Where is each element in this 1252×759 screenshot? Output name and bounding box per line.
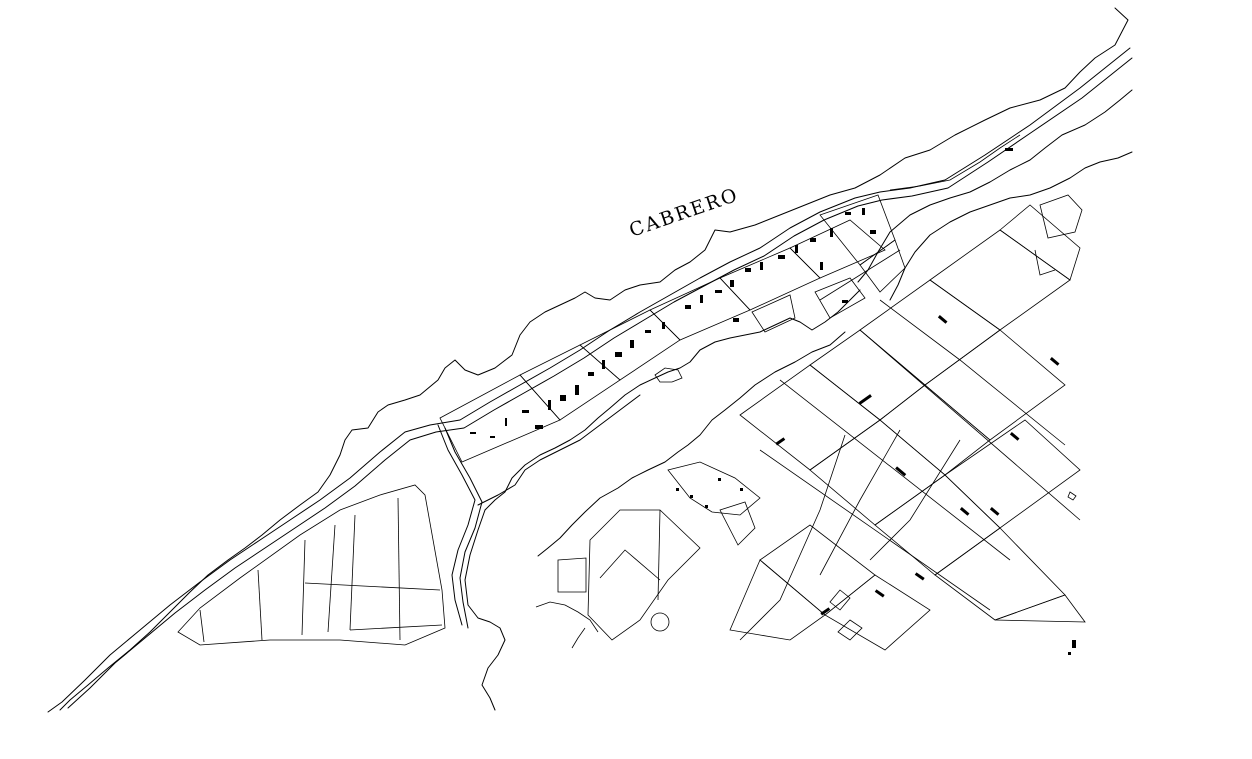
inner-shore xyxy=(484,289,861,511)
main-roads xyxy=(47,47,1133,713)
center-block xyxy=(814,277,866,319)
river-bank-south xyxy=(857,89,1133,283)
southwest-district xyxy=(177,484,446,646)
road-to-south-2 xyxy=(444,427,483,629)
terrain-contours xyxy=(59,7,1133,711)
center-block xyxy=(751,294,796,333)
place-label-cabrero: CABRERO xyxy=(626,184,741,242)
south-district xyxy=(557,461,761,641)
roundabout xyxy=(650,612,670,632)
road-to-south xyxy=(437,424,476,626)
district-outline xyxy=(177,484,446,646)
center-block xyxy=(859,239,906,293)
center-block xyxy=(719,247,821,311)
river-bank-east xyxy=(889,151,1133,301)
town-center xyxy=(439,148,1013,463)
south-shore xyxy=(537,331,846,557)
highway-north xyxy=(47,47,1131,713)
highway-north-2 xyxy=(67,57,1133,709)
small-shore xyxy=(535,601,599,633)
southeast-grid xyxy=(729,194,1086,655)
delta-shore xyxy=(464,509,506,711)
river-bank-north xyxy=(59,7,1129,711)
road-bridge xyxy=(477,394,641,506)
center-block xyxy=(649,277,751,341)
small-shore-2 xyxy=(571,627,586,649)
island-contour xyxy=(654,367,683,383)
center-block xyxy=(789,219,886,279)
block xyxy=(587,509,701,641)
rail-line xyxy=(889,134,1021,191)
center-block xyxy=(439,374,561,463)
